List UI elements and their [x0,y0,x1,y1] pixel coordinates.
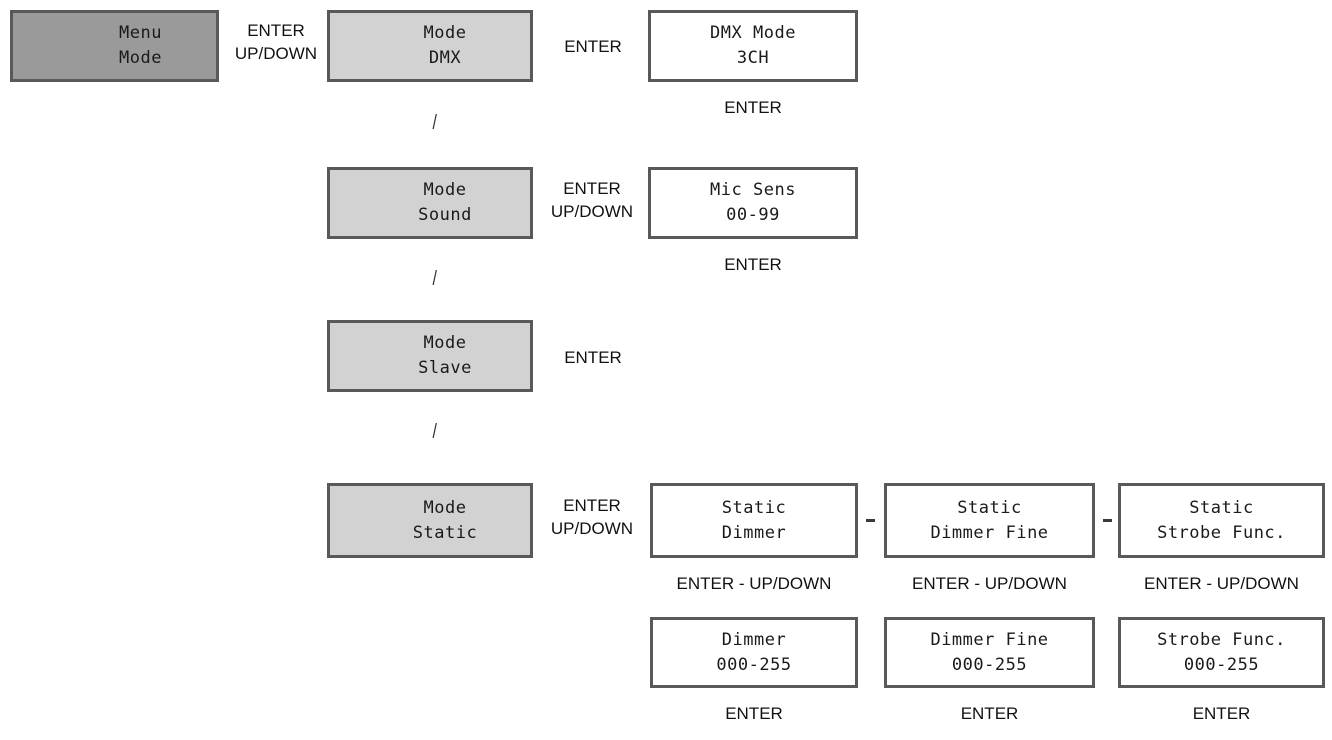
transition-value-dimmer-exit-label: ENTER [725,704,783,723]
screen-static-dimmer-line2: Dimmer [721,522,787,543]
screen-value-strobe-func[interactable]: Strobe Func. 000-255 [1118,617,1325,688]
transition-value-dimmer-fine-exit: ENTER [884,703,1095,726]
screen-mode-slave[interactable]: Mode Slave [327,320,533,392]
screen-static-dimmer-line1: Static [721,497,787,518]
screen-static-dimmer-fine-line1: Static [957,497,1022,518]
transition-static-line2: UP/DOWN [550,518,634,538]
transition-root-line1: ENTER [247,21,305,40]
transition-sound-line1: ENTER [563,179,621,198]
separator-dmx-sound: / [432,112,438,134]
transition-root-line2: UP/DOWN [234,43,318,63]
transition-slave: ENTER [545,347,641,370]
screen-mode-sound-line1: Mode [423,180,467,201]
transition-static: ENTER UP/DOWN [540,495,644,541]
screen-mode-static[interactable]: Mode Static [327,483,533,558]
screen-mic-sens-line1: Mic Sens [710,180,796,201]
screen-static-dimmer-fine[interactable]: Static Dimmer Fine [884,483,1095,558]
screen-mode-slave-line1: Mode [423,333,467,354]
screen-menu-mode-line2: Mode [119,48,162,68]
transition-value-dimmer-fine-exit-label: ENTER [960,704,1019,723]
screen-value-dimmer-fine[interactable]: Dimmer Fine 000-255 [884,617,1095,688]
transition-slave-line1: ENTER [564,348,622,367]
transition-static-strobe-func: ENTER - UP/DOWN [1118,573,1325,596]
transition-sound-exit-label: ENTER [724,255,782,274]
screen-value-dimmer[interactable]: Dimmer 000-255 [650,617,858,688]
screen-menu-mode-line1: Menu [119,23,162,44]
transition-dmx-exit: ENTER [648,97,858,120]
connector-dash-1 [866,519,875,522]
screen-value-dimmer-line2: 000-255 [716,654,792,675]
transition-sound-line2: UP/DOWN [550,201,634,221]
transition-static-dimmer: ENTER - UP/DOWN [650,573,858,596]
separator-sound-slave: / [432,268,438,290]
transition-static-line1: ENTER [563,496,621,515]
screen-mode-static-line1: Mode [423,497,467,518]
screen-value-strobe-func-line1: Strobe Func. [1157,629,1286,650]
screen-static-strobe-func-line1: Static [1189,497,1254,518]
screen-value-strobe-func-line2: 000-255 [1183,654,1260,675]
screen-mode-dmx-line2: DMX [428,48,462,68]
screen-mode-sound-line2: Sound [418,205,472,225]
transition-sound: ENTER UP/DOWN [540,178,644,224]
transition-value-strobe-func-exit: ENTER [1118,703,1325,726]
screen-static-strobe-func[interactable]: Static Strobe Func. [1118,483,1325,558]
screen-value-dimmer-fine-line2: 000-255 [951,654,1028,675]
transition-static-dimmer-fine: ENTER - UP/DOWN [884,573,1095,596]
screen-dmx-mode-3ch[interactable]: DMX Mode 3CH [648,10,858,82]
screen-mode-sound[interactable]: Mode Sound [327,167,533,239]
screen-mic-sens[interactable]: Mic Sens 00-99 [648,167,858,239]
screen-mode-dmx[interactable]: Mode DMX [327,10,533,82]
screen-value-dimmer-line1: Dimmer [721,629,787,650]
transition-static-strobe-func-label: ENTER - UP/DOWN [1144,574,1299,593]
screen-mode-static-line2: Static [412,522,478,543]
transition-dmx-exit-label: ENTER [724,98,782,117]
screen-mode-dmx-line1: Mode [423,23,467,44]
screen-static-strobe-func-line2: Strobe Func. [1157,522,1286,543]
screen-dmx-mode-line1: DMX Mode [710,23,796,44]
transition-static-dimmer-label: ENTER - UP/DOWN [676,574,832,593]
screen-dmx-mode-line2: 3CH [736,48,770,68]
transition-dmx-line1: ENTER [564,37,622,56]
screen-value-dimmer-fine-line1: Dimmer Fine [930,629,1049,650]
screen-static-dimmer-fine-line2: Dimmer Fine [930,522,1049,543]
screen-menu-mode[interactable]: Menu Mode [10,10,219,82]
connector-dash-2 [1103,519,1112,522]
screen-mode-slave-line2: Slave [418,358,472,378]
screen-mic-sens-line2: 00-99 [726,205,780,225]
transition-value-strobe-func-exit-label: ENTER [1192,704,1251,723]
transition-static-dimmer-fine-label: ENTER - UP/DOWN [912,574,1067,593]
transition-root: ENTER UP/DOWN [228,20,324,66]
transition-dmx: ENTER [545,36,641,59]
transition-sound-exit: ENTER [648,254,858,277]
screen-static-dimmer[interactable]: Static Dimmer [650,483,858,558]
separator-slave-static: / [432,421,438,443]
transition-value-dimmer-exit: ENTER [650,703,858,726]
